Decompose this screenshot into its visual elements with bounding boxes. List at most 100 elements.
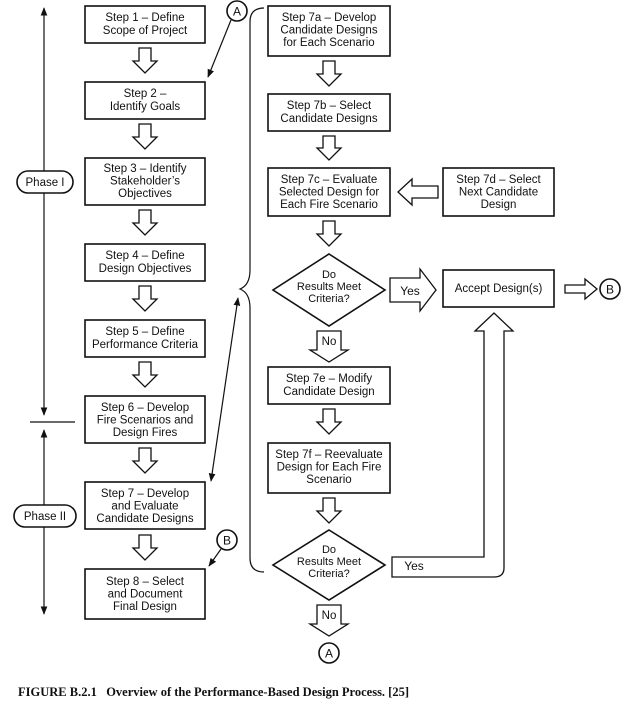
right-down-arrows <box>315 60 343 524</box>
text-line: Criteria? <box>308 293 350 305</box>
decision-1-no-label: No <box>322 336 337 348</box>
text-line: Candidate Designs <box>280 113 377 125</box>
text-line: Step 7c – Evaluate <box>281 174 378 186</box>
connector-a-bottom: A <box>318 642 340 664</box>
text-line: Results Meet <box>297 281 361 293</box>
text-line: Step 5 – Define <box>105 326 184 338</box>
left-down-arrows <box>131 47 159 561</box>
text-line: Do <box>322 544 336 556</box>
text-line: Performance Criteria <box>92 339 199 351</box>
text-line: Candidate Design <box>283 386 374 398</box>
text-line: Step 1 – Define <box>105 12 184 24</box>
decision-2-no: No <box>307 604 351 637</box>
text-line: Identify Goals <box>110 101 181 113</box>
text-line: Candidate Designs <box>280 25 377 37</box>
text-line: Design Objectives <box>99 263 192 275</box>
down-arrow-icon <box>131 285 159 312</box>
connector-b-left-label: B <box>223 534 231 548</box>
down-arrow-icon <box>131 123 159 150</box>
text-line: Scope of Project <box>103 25 188 37</box>
text-line: Step 7e – Modify <box>286 373 373 385</box>
text-line: Step 6 – Develop <box>101 402 189 414</box>
decision-1-yes-label: Yes <box>400 284 420 298</box>
text-line: for Each Scenario <box>283 37 374 49</box>
text-line: Scenario <box>306 474 351 486</box>
text-line: Step 7f – Reevaluate <box>275 449 382 461</box>
decision-1-yes: Yes <box>389 267 437 313</box>
down-arrow-icon <box>131 47 159 74</box>
text-line: Objectives <box>118 188 172 200</box>
connector-a-bottom-label: A <box>325 647 333 661</box>
figure-caption: FIGURE B.2.1 Overview of the Performance… <box>18 685 409 699</box>
down-arrow-icon <box>315 220 343 247</box>
text-line: and Evaluate <box>111 501 178 513</box>
left-step-2: Step 2 –Identify Goals <box>84 81 206 120</box>
text-line: Design for Each Fire <box>277 462 382 474</box>
phase-1-pill <box>16 170 74 194</box>
down-arrow-icon <box>315 60 343 87</box>
text-line: Design <box>481 199 517 211</box>
phase-2-pill <box>13 504 77 528</box>
text-line: Step 7d – Select <box>456 174 541 186</box>
text-line: Criteria? <box>308 568 350 580</box>
text-line: Design Fires <box>113 427 178 439</box>
text-line: Selected Design for <box>279 187 380 199</box>
connector-b-left: B <box>208 529 238 567</box>
text-line: and Document <box>108 589 184 601</box>
text-line: Step 7 – Develop <box>101 488 189 500</box>
text-line: Do <box>322 269 336 281</box>
down-arrow-icon <box>315 135 343 161</box>
text-line: Each Fire Scenario <box>280 199 378 211</box>
connector-b-right: B <box>599 278 621 300</box>
connector-b-right-label: B <box>606 283 614 297</box>
phase-1-label: Phase I <box>26 177 65 189</box>
text-line: Step 4 – Define <box>105 250 184 262</box>
phase-axis: Phase I Phase II <box>13 7 77 615</box>
phase-2-label: Phase II <box>24 511 66 523</box>
connector-a-top-label: A <box>233 5 241 19</box>
text-line: Step 2 – <box>124 88 167 100</box>
text-line: Candidate Designs <box>96 513 193 525</box>
left-step-2-text: Step 2 –Identify Goals <box>110 88 181 113</box>
text-line: Final Design <box>113 601 177 613</box>
down-arrow-icon <box>131 361 159 388</box>
decision-2-yes-label: Yes <box>404 559 424 573</box>
down-arrow-icon <box>131 534 159 561</box>
text-line: Step 7a – Develop <box>282 12 377 24</box>
decision-1-no: No <box>307 330 351 363</box>
down-arrow-icon <box>131 209 159 236</box>
text-line: Stakeholder’s <box>110 176 180 188</box>
text-line: Fire Scenarios and <box>97 415 194 427</box>
down-arrow-icon <box>315 408 343 435</box>
text-line: Step 3 – Identify <box>103 163 186 175</box>
text-line: Step 8 – Select <box>106 576 185 588</box>
step-7-brace <box>208 7 265 573</box>
down-arrow-icon <box>315 497 343 524</box>
text-line: Accept Design(s) <box>455 283 543 295</box>
decision-2-no-label: No <box>322 610 337 622</box>
